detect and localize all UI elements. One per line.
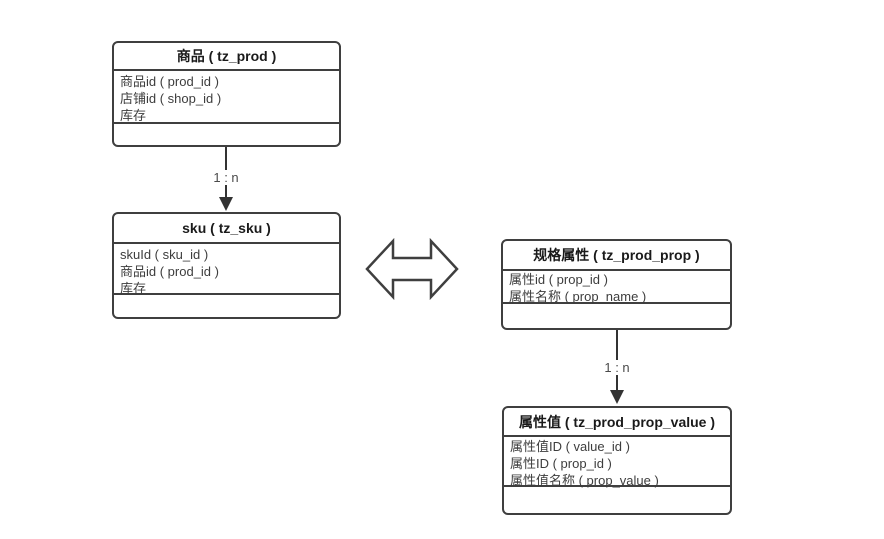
entity-prod-prop-value-footer-empty [504,487,730,513]
entity-field: 商品id ( prod_id ) [120,74,219,89]
entity-sku-fields: skuId ( sku_id ) 商品id ( prod_id ) 库存 [114,244,339,296]
entity-sku-footer-empty [114,295,339,317]
entity-sku-title: sku ( tz_sku ) [114,214,339,244]
entity-sku: sku ( tz_sku ) skuId ( sku_id ) 商品id ( p… [112,212,341,319]
entity-prod-title: 商品 ( tz_prod ) [114,43,339,71]
arrowhead-down-icon [219,197,233,211]
connector-prop-value-label: 1 : n [601,360,633,375]
entity-prod-footer-empty [114,124,339,145]
entity-field: 属性值名称 ( prop_value ) [510,473,659,488]
entity-prod-prop-footer-empty [503,304,730,328]
entity-field: 属性id ( prop_id ) [509,272,608,287]
entity-prod-fields: 商品id ( prod_id ) 店铺id ( shop_id ) 库存 [114,71,339,124]
entity-field: 属性值ID ( value_id ) [510,439,630,454]
left-right-arrow-icon [365,237,459,301]
arrowhead-down-icon [610,390,624,404]
entity-prod: 商品 ( tz_prod ) 商品id ( prod_id ) 店铺id ( s… [112,41,341,147]
entity-field: 属性ID ( prop_id ) [510,456,612,471]
entity-field: 商品id ( prod_id ) [120,264,219,279]
entity-prod-prop-value-fields: 属性值ID ( value_id ) 属性ID ( prop_id ) 属性值名… [504,437,730,488]
entity-field: 店铺id ( shop_id ) [120,91,222,106]
entity-prod-prop-value-title: 属性值 ( tz_prod_prop_value ) [504,408,730,437]
entity-field: 库存 [120,281,147,296]
entity-field: skuId ( sku_id ) [120,247,209,262]
connector-prod-sku-label: 1 : n [210,170,242,185]
entity-field: 库存 [120,108,147,123]
entity-field: 属性名称 ( prop_name ) [509,289,647,304]
entity-prod-prop: 规格属性 ( tz_prod_prop ) 属性id ( prop_id ) 属… [501,239,732,330]
entity-prod-prop-value: 属性值 ( tz_prod_prop_value ) 属性值ID ( value… [502,406,732,515]
entity-prod-prop-title: 规格属性 ( tz_prod_prop ) [503,241,730,271]
entity-prod-prop-fields: 属性id ( prop_id ) 属性名称 ( prop_name ) [503,271,730,304]
